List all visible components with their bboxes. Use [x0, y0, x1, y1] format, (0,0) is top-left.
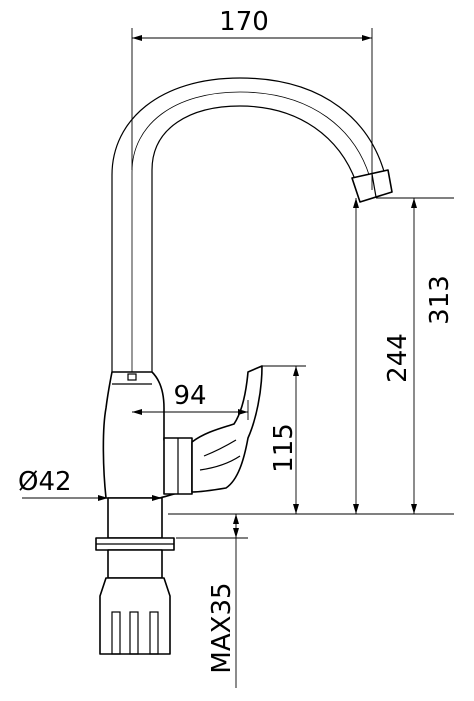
nut-slot-mid: [129, 611, 139, 655]
dim-label-max-thickness: MAX35: [207, 582, 237, 673]
dim-label-spout-reach: 170: [219, 7, 269, 37]
dim-label-total-height: 313: [425, 275, 455, 325]
lever-handle: [191, 365, 263, 493]
threaded-shank: [107, 549, 163, 579]
dim-label-handle-reach: 94: [173, 381, 206, 411]
dim-label-base-diameter: Ø42: [18, 467, 72, 497]
nut-slot-left: [111, 611, 121, 655]
base-shank: [107, 497, 163, 539]
spout-inner: [151, 105, 357, 378]
aerator-ring: [371, 173, 377, 198]
dim-label-handle-height: 115: [269, 423, 299, 473]
spout-outer: [111, 77, 389, 378]
faucet-body: [95, 77, 393, 655]
dimension-lines: [22, 28, 454, 688]
dim-label-spout-height: 244: [383, 333, 413, 383]
mounting-nut: [99, 577, 171, 655]
handle-detail: [199, 439, 241, 471]
spout-centerline: [131, 91, 373, 378]
indicator-mark: [127, 373, 137, 381]
nut-slot-right: [149, 611, 159, 655]
